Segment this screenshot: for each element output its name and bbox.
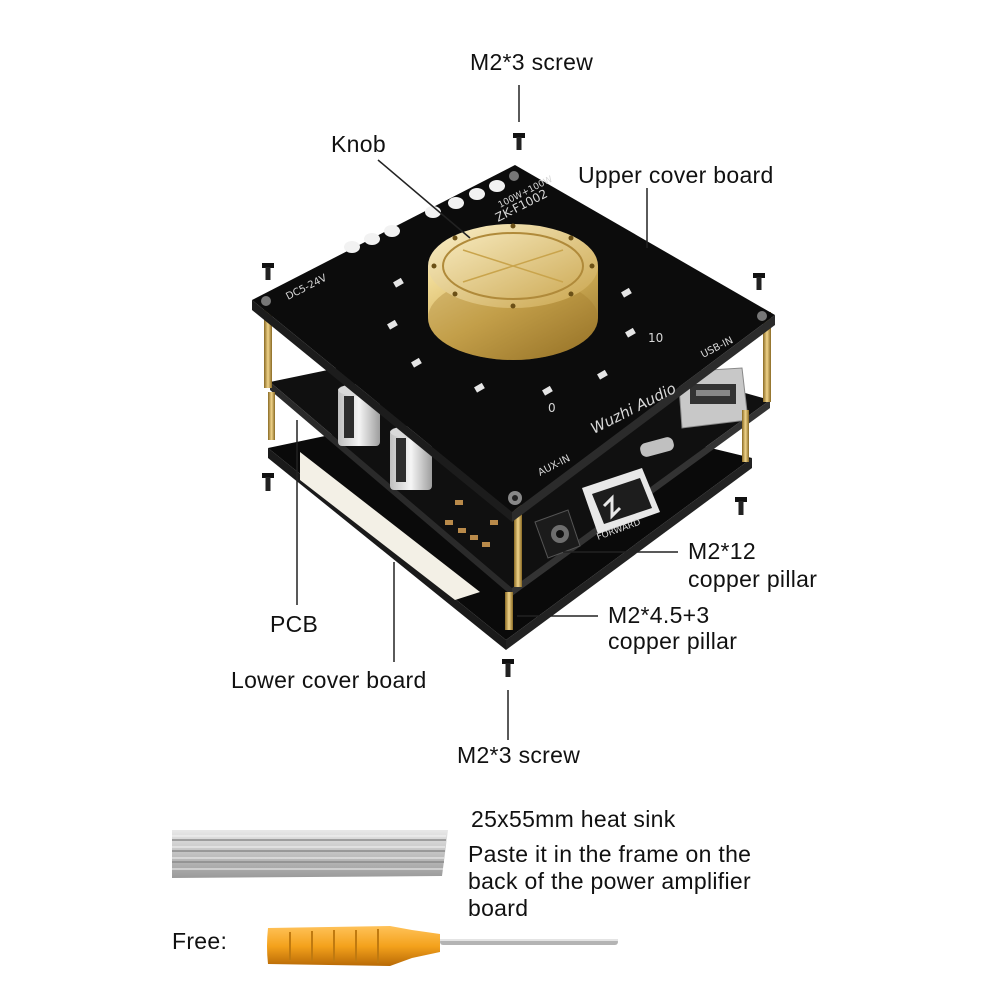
leader-lines <box>296 85 678 740</box>
lower-cover-label: Lower cover board <box>231 667 427 693</box>
aux-jack <box>534 509 581 559</box>
screw-left-upper <box>262 263 274 280</box>
top-screw-label: M2*3 screw <box>470 49 594 75</box>
screw-left-lower <box>262 473 274 491</box>
screw-top <box>513 133 525 150</box>
screwdriver <box>267 926 618 966</box>
leader-knob <box>377 159 471 239</box>
knob-label: Knob <box>331 131 386 157</box>
screw-bottom <box>502 659 514 677</box>
heatsink-desc-line3: board <box>468 895 529 921</box>
heatsink-desc-line1: Paste it in the frame on the <box>468 841 752 867</box>
volume-knob <box>428 223 598 360</box>
header-holes <box>344 180 505 253</box>
heat-sink <box>172 830 448 878</box>
volume-leds <box>387 277 636 396</box>
screw-right-lower <box>735 497 747 515</box>
smd-components <box>445 500 498 547</box>
free-label: Free: <box>172 928 228 954</box>
pillar-12-label-line1: M2*12 <box>688 538 756 564</box>
screw-right-upper <box>753 273 765 290</box>
copper-pillars <box>264 300 771 630</box>
scale-min-text: 0 <box>548 401 556 415</box>
pillar-45-label-line2: copper pillar <box>608 628 738 654</box>
scale-max-text: 10 <box>648 331 663 345</box>
pcb-label: PCB <box>270 611 319 637</box>
bottom-screw-label: M2*3 screw <box>457 742 581 768</box>
upper-cover-label: Upper cover board <box>578 162 774 188</box>
bluetooth-module <box>582 468 660 534</box>
pillar-12-label-line2: copper pillar <box>688 566 818 592</box>
pillar-45-label-line1: M2*4.5+3 <box>608 602 710 628</box>
heatsink-title-label: 25x55mm heat sink <box>471 806 676 832</box>
heatsink-desc-line2: back of the power amplifier <box>468 868 751 894</box>
